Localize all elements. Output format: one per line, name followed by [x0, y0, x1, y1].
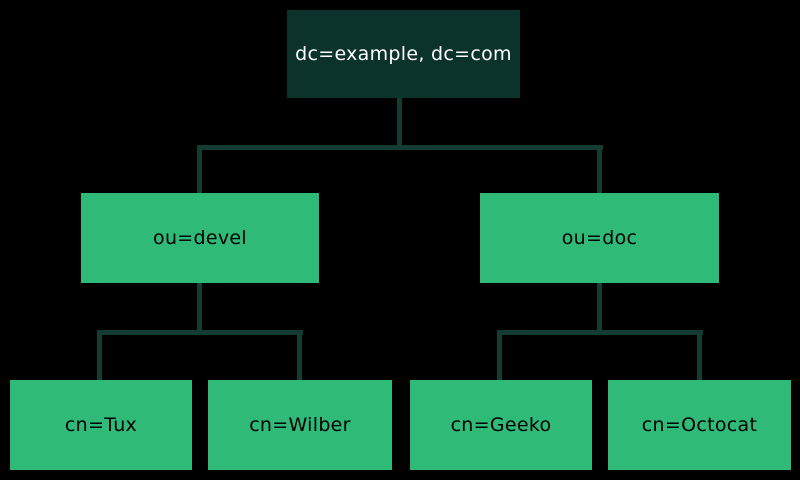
connector-root-rail	[197, 145, 603, 150]
connector-root-to-doc	[597, 145, 602, 193]
node-cn-wilber: cn=Wilber	[208, 380, 392, 470]
node-cn-octocat-label: cn=Octocat	[641, 414, 758, 436]
node-cn-geeko: cn=Geeko	[410, 380, 592, 470]
connector-devel-to-wilber	[297, 330, 302, 380]
connector-doc-stem	[597, 283, 602, 335]
connector-root-stem	[397, 98, 402, 150]
node-cn-octocat: cn=Octocat	[608, 380, 791, 470]
node-ou-devel: ou=devel	[81, 193, 319, 283]
connector-doc-to-octocat	[697, 330, 702, 380]
node-ou-doc: ou=doc	[480, 193, 719, 283]
connector-doc-to-geeko	[497, 330, 502, 380]
node-cn-wilber-label: cn=Wilber	[249, 414, 351, 436]
node-cn-tux: cn=Tux	[10, 380, 192, 470]
node-cn-geeko-label: cn=Geeko	[450, 414, 552, 436]
node-ou-doc-label: ou=doc	[561, 227, 638, 249]
connector-root-to-devel	[197, 145, 202, 193]
node-cn-tux-label: cn=Tux	[64, 414, 138, 436]
connector-devel-rail	[97, 330, 303, 335]
node-root-label: dc=example, dc=com	[295, 43, 512, 65]
connector-devel-to-tux	[97, 330, 102, 380]
connector-devel-stem	[197, 283, 202, 335]
node-root-dc: dc=example, dc=com	[287, 10, 520, 98]
connector-doc-rail	[497, 330, 703, 335]
node-ou-devel-label: ou=devel	[153, 227, 247, 249]
